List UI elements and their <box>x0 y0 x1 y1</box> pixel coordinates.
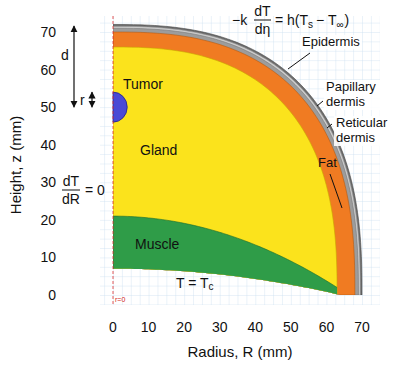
leader-line <box>330 174 342 208</box>
leader-line <box>317 101 323 106</box>
symmetry-axis <box>113 16 114 305</box>
fraction-bar <box>254 20 271 21</box>
equation-term: dT <box>254 3 270 19</box>
tick-label: 30 <box>40 174 56 190</box>
tick-label: 70 <box>354 319 370 335</box>
boundary-condition: = 0 <box>85 182 105 198</box>
leader-line <box>288 53 310 69</box>
axis-title: Height, z (mm) <box>7 116 24 214</box>
muscle-region <box>113 216 383 332</box>
tick-label: 0 <box>48 287 56 303</box>
dimension-label: r <box>80 92 85 108</box>
layer-label: Fat <box>318 156 337 171</box>
tick-label: 20 <box>40 212 56 228</box>
dimension-label: d <box>61 47 69 63</box>
boundary-condition: dR <box>62 191 80 207</box>
equation-term: − T <box>316 12 336 28</box>
tick-label: 60 <box>319 319 335 335</box>
fraction-bar <box>62 190 80 191</box>
leader-line <box>327 124 332 128</box>
tissue-layers <box>113 24 383 332</box>
equation-subscript: s <box>308 19 313 31</box>
equation-term: −k <box>232 12 247 28</box>
equation-term: ) <box>345 12 350 28</box>
depth-dimension <box>73 26 74 107</box>
tick-label: 10 <box>40 249 56 265</box>
tick-label: 70 <box>40 24 56 40</box>
boundary-condition: T = T <box>176 275 209 291</box>
layer-label: Papillary dermis <box>324 80 382 110</box>
axis-marker: r=0 <box>115 296 125 304</box>
axis-title: Radius, R (mm) <box>187 343 292 360</box>
tick-label: 20 <box>176 319 192 335</box>
layer-label: Epidermis <box>300 35 362 50</box>
tick-label: 60 <box>40 62 56 78</box>
tick-label: 0 <box>109 319 117 335</box>
region-label: Tumor <box>123 76 163 92</box>
layer-label: Reticular dermis <box>334 116 392 146</box>
region-label: Muscle <box>135 236 179 252</box>
equation-term: = h(T <box>275 12 308 28</box>
boundary-condition: dT <box>63 173 79 189</box>
tick-label: 40 <box>247 319 263 335</box>
tick-label: 40 <box>40 137 56 153</box>
tick-label: 10 <box>141 319 157 335</box>
tick-label: 30 <box>212 319 228 335</box>
tick-label: 50 <box>40 99 56 115</box>
tumor-shape <box>113 92 127 122</box>
tick-label: 50 <box>283 319 299 335</box>
equation-term: dη <box>255 21 271 37</box>
radius-dimension <box>91 92 92 107</box>
equation-subscript: ∞ <box>336 19 343 31</box>
boundary-subscript: c <box>209 281 214 293</box>
region-label: Gland <box>140 142 177 158</box>
